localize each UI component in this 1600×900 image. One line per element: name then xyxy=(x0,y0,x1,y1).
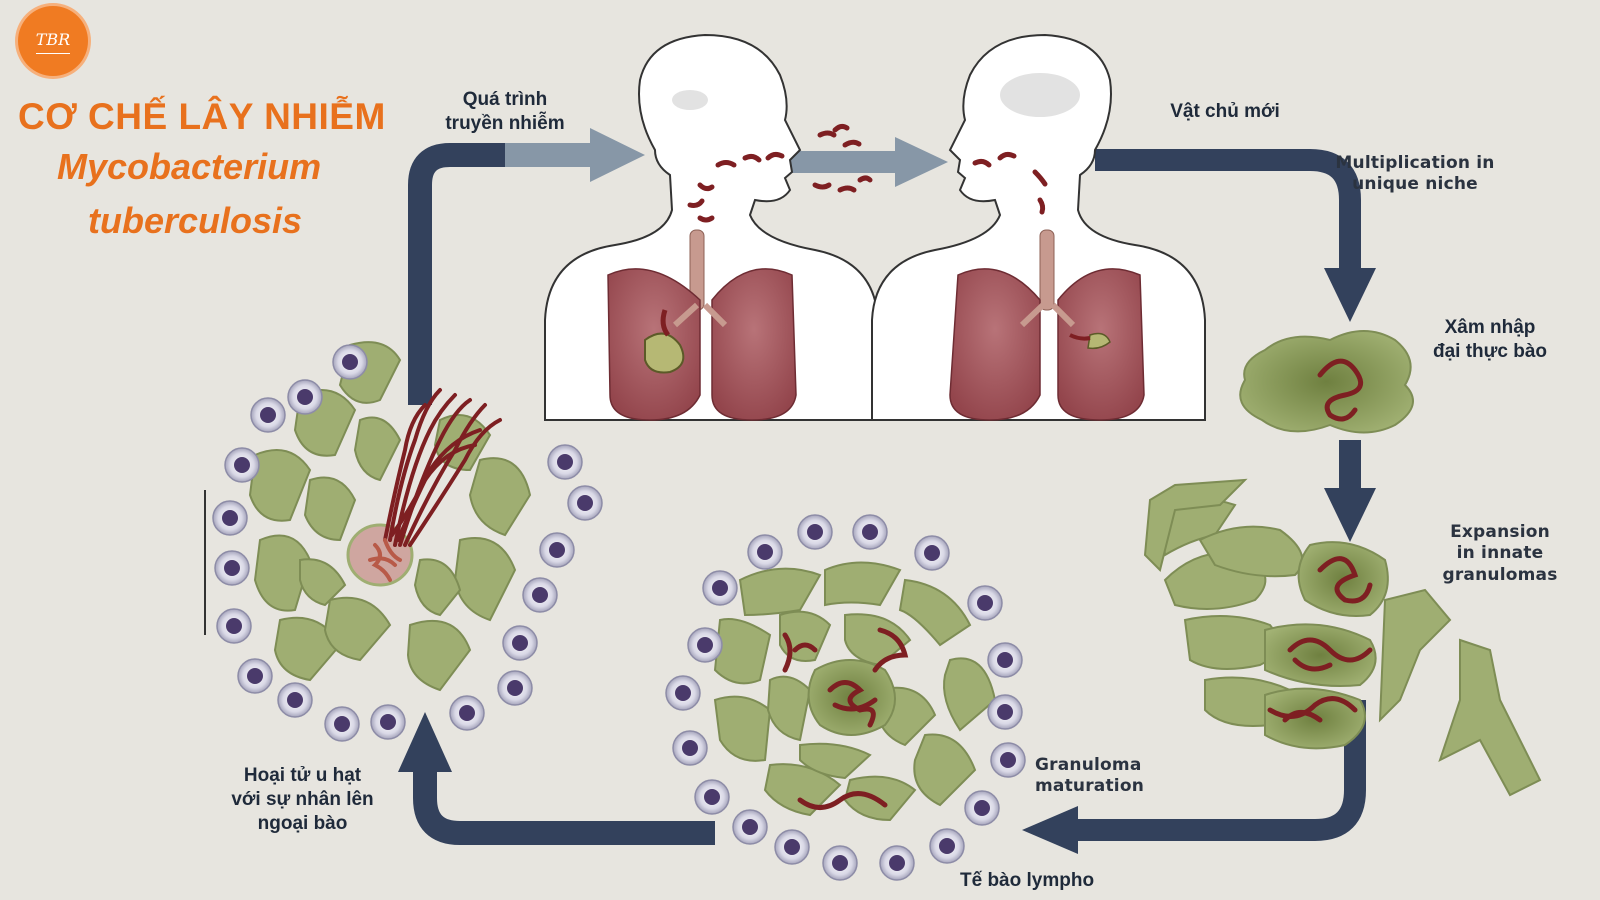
label-multiplication-line1: Multiplication in xyxy=(1335,153,1495,173)
innate-granuloma xyxy=(1143,478,1542,797)
arrow-transmission-head xyxy=(590,128,645,182)
arrow-left-up xyxy=(408,143,505,405)
title-line-3: tuberculosis xyxy=(88,200,303,241)
label-multiplication: Multiplication in unique niche xyxy=(1325,153,1505,196)
label-necrosis-line3: ngoại bào xyxy=(257,812,348,834)
mature-granuloma xyxy=(713,561,997,822)
extracellular-bacilli xyxy=(383,388,502,547)
arrow-bottom-left-head xyxy=(398,712,452,772)
arrow-between-hosts-head xyxy=(895,137,948,187)
necrotic-granuloma-macrophages xyxy=(248,341,532,692)
infected-macrophage xyxy=(1239,330,1414,434)
arrow-bottom-right xyxy=(1075,700,1366,841)
label-invasion: Xâm nhập đại thực bào xyxy=(1410,316,1570,364)
label-invasion-line2: đại thực bào xyxy=(1432,340,1548,362)
arrow-bottom-right-head xyxy=(1022,806,1078,854)
label-necrosis: Hoại tử u hạt với sự nhân lên ngoại bào xyxy=(215,764,390,835)
arrow-right-down-head xyxy=(1324,268,1376,322)
label-necrosis-line2: với sự nhân lên xyxy=(231,788,374,810)
label-expansion-line3: granulomas xyxy=(1442,564,1558,585)
host-new-lesion xyxy=(1087,332,1111,350)
label-invasion-line1: Xâm nhập xyxy=(1444,317,1536,338)
brand-logo-text: TBR xyxy=(35,30,71,49)
arrow-right-down-2-head xyxy=(1324,488,1376,542)
label-maturation: Granuloma maturation xyxy=(1035,755,1185,798)
title-line-2: Mycobacterium xyxy=(57,146,322,187)
arrow-bottom-left xyxy=(413,770,715,845)
label-multiplication-line2: unique niche xyxy=(1352,174,1478,195)
brand-logo-underline xyxy=(36,53,70,54)
host-source xyxy=(544,33,879,421)
necrotic-granuloma xyxy=(204,341,532,692)
cycle-arrows xyxy=(398,128,1376,854)
label-new-host: Vật chủ mới xyxy=(1170,101,1280,122)
airborne-bacilli xyxy=(687,123,1048,223)
title-line-1: CƠ CHẾ LÂY NHIỄM xyxy=(18,96,386,137)
label-expansion-line1: Expansion xyxy=(1450,522,1550,542)
label-maturation-line2: maturation xyxy=(1035,776,1145,797)
label-expansion-line2: in innate xyxy=(1456,543,1544,564)
label-lymphocyte: Tế bào lympho xyxy=(960,870,1095,891)
mature-granuloma-macrophages xyxy=(713,561,997,822)
label-maturation-line1: Granuloma xyxy=(1035,755,1142,775)
label-transmission: Quá trình truyền nhiễm xyxy=(430,88,580,136)
label-necrosis-line1: Hoại tử u hạt xyxy=(243,765,362,786)
label-transmission-line1: Quá trình xyxy=(462,89,548,110)
host-new xyxy=(871,33,1206,421)
label-expansion: Expansion in innate granulomas xyxy=(1430,522,1570,586)
arrow-right-down xyxy=(1095,149,1361,272)
label-transmission-line2: truyền nhiễm xyxy=(445,112,565,134)
brand-logo: TBR xyxy=(18,6,88,76)
